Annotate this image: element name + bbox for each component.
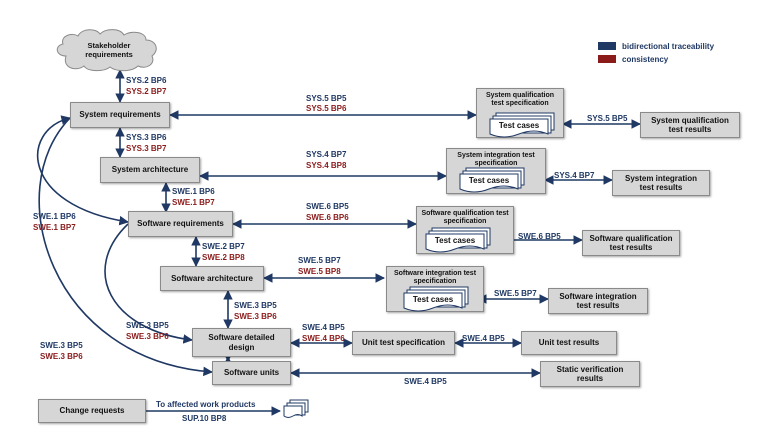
- label-swe2-bp8: SWE.2 BP8: [202, 253, 245, 262]
- software-qualification-spec[interactable]: Software qualification test specificatio…: [416, 206, 514, 254]
- label-sys3-bp7: SYS.3 BP7: [126, 144, 167, 153]
- label-swe1-bp7-center: SWE.1 BP7: [172, 198, 215, 207]
- label-swe4-bp5-right: SWE.4 BP5: [462, 334, 505, 343]
- software-requirements-box[interactable]: Software requirements: [128, 211, 233, 237]
- system-qualification-spec[interactable]: System qualification test specification: [476, 88, 564, 138]
- label-swe3-bp6-mid: SWE.3 BP6: [126, 332, 169, 341]
- legend-label-consistency: consistency: [622, 55, 669, 64]
- label-to-affected-work-products: To affected work products: [156, 400, 256, 409]
- software-architecture-box[interactable]: Software architecture: [160, 266, 264, 291]
- unit-test-specification-box[interactable]: Unit test specification: [352, 331, 455, 355]
- software-qualification-spec-title: Software qualification test specificatio…: [421, 210, 509, 226]
- system-integration-spec[interactable]: System integration test specification: [446, 148, 546, 194]
- system-requirements-box[interactable]: System requirements: [70, 102, 170, 128]
- system-integration-results-box[interactable]: System integration test results: [612, 170, 710, 196]
- label-sys4-bp7-right: SYS.4 BP7: [554, 171, 595, 180]
- software-qualification-results-box[interactable]: Software qualification test results: [582, 230, 680, 256]
- label-swe1-bp6-left: SWE.1 BP6: [33, 212, 76, 221]
- sw-qual-testcases-label: Test cases: [434, 236, 476, 245]
- software-integration-spec[interactable]: Software integration test specification: [386, 266, 484, 312]
- system-qualification-spec-title: System qualification test specification: [485, 92, 555, 108]
- label-sys4-bp7-top: SYS.4 BP7: [306, 150, 347, 159]
- label-swe3-bp5-center: SWE.3 BP5: [234, 301, 277, 310]
- label-sys2-bp7: SYS.2 BP7: [126, 87, 167, 96]
- curve-sysreq-units: [38, 117, 213, 377]
- label-swe6-bp5-top: SWE.6 BP5: [306, 202, 349, 211]
- label-swe5-bp7-top: SWE.5 BP7: [298, 256, 341, 265]
- curve-sysreq-swreq: [37, 115, 129, 226]
- label-sys5-bp5-top: SYS.5 BP5: [306, 94, 347, 103]
- software-integration-spec-title: Software integration test specification: [393, 270, 477, 286]
- legend-swatch-blue: [598, 42, 616, 50]
- software-integration-results-box[interactable]: Software integration test results: [548, 288, 648, 314]
- sys-int-testcases-label: Test cases: [468, 176, 510, 185]
- sys-qual-testcases-label: Test cases: [498, 121, 540, 130]
- label-swe5-bp8: SWE.5 BP8: [298, 267, 341, 276]
- software-detailed-design-box[interactable]: Software detailed design: [192, 328, 291, 357]
- label-swe3-bp5-left: SWE.3 BP5: [40, 341, 83, 350]
- stakeholder-cloud-shape: [56, 29, 157, 72]
- label-sys5-bp6: SYS.5 BP6: [306, 104, 347, 113]
- label-swe5-bp7-right: SWE.5 BP7: [494, 289, 537, 298]
- sw-int-testcases-label: Test cases: [412, 295, 454, 304]
- unit-test-results-box[interactable]: Unit test results: [521, 331, 617, 355]
- label-swe4-bp6: SWE.4 BP6: [302, 334, 345, 343]
- change-requests-box[interactable]: Change requests: [38, 399, 146, 423]
- label-swe3-bp5-mid: SWE.3 BP5: [126, 321, 169, 330]
- affected-work-products-stack: [283, 399, 309, 418]
- stakeholder-requirements-label: Stakeholder requirements: [85, 41, 133, 59]
- label-swe2-bp7: SWE.2 BP7: [202, 242, 245, 251]
- label-sys4-bp8: SYS.4 BP8: [306, 161, 347, 170]
- label-swe4-bp5-center: SWE.4 BP5: [302, 323, 345, 332]
- legend-label-bidirectional: bidirectional traceability: [622, 42, 715, 51]
- system-integration-spec-title: System integration test specification: [457, 152, 535, 168]
- label-swe1-bp7-left: SWE.1 BP7: [33, 223, 76, 232]
- software-units-box[interactable]: Software units: [212, 361, 291, 385]
- system-architecture-box[interactable]: System architecture: [100, 157, 200, 183]
- label-swe6-bp6: SWE.6 BP6: [306, 213, 349, 222]
- label-sys3-bp6: SYS.3 BP6: [126, 133, 167, 142]
- label-swe4-bp5-bottom: SWE.4 BP5: [404, 377, 447, 386]
- label-swe1-bp6-center: SWE.1 BP6: [172, 187, 215, 196]
- label-sys2-bp6: SYS.2 BP6: [126, 76, 167, 85]
- label-swe3-bp6-center: SWE.3 BP6: [234, 312, 277, 321]
- legend-swatch-red: [598, 55, 616, 63]
- system-qualification-results-box[interactable]: System qualification test results: [640, 112, 740, 138]
- static-verification-results-box[interactable]: Static verification results: [540, 361, 640, 387]
- label-sup10-bp8: SUP.10 BP8: [182, 414, 227, 423]
- curve-swreq-detailed: [104, 223, 193, 344]
- label-swe6-bp5-right: SWE.6 BP5: [518, 232, 561, 241]
- label-swe3-bp6-left: SWE.3 BP6: [40, 352, 83, 361]
- label-sys5-bp5-right: SYS.5 BP5: [587, 114, 628, 123]
